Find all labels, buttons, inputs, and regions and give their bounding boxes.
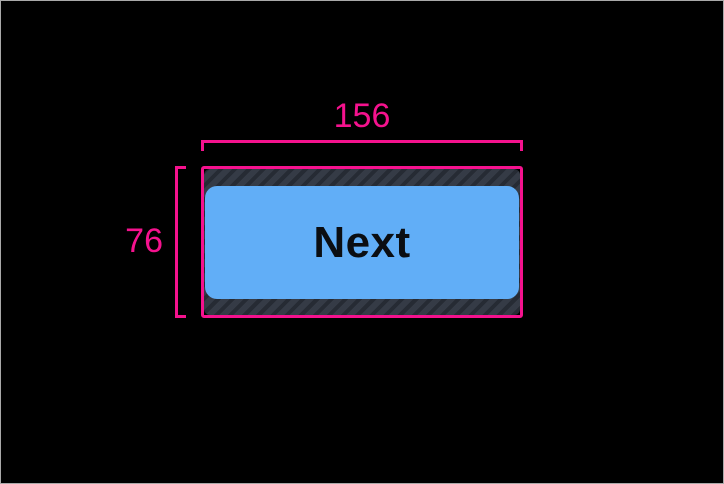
width-measurement-bracket [201, 140, 523, 151]
width-dimension-label: 156 [333, 97, 391, 135]
height-measurement-bracket [175, 166, 186, 318]
height-dimension-label: 76 [125, 222, 163, 260]
next-button[interactable]: Next [205, 186, 519, 299]
padding-hatch-area: Next [204, 169, 520, 315]
selected-widget-outline: Next [201, 166, 523, 318]
next-button-label: Next [313, 217, 411, 267]
